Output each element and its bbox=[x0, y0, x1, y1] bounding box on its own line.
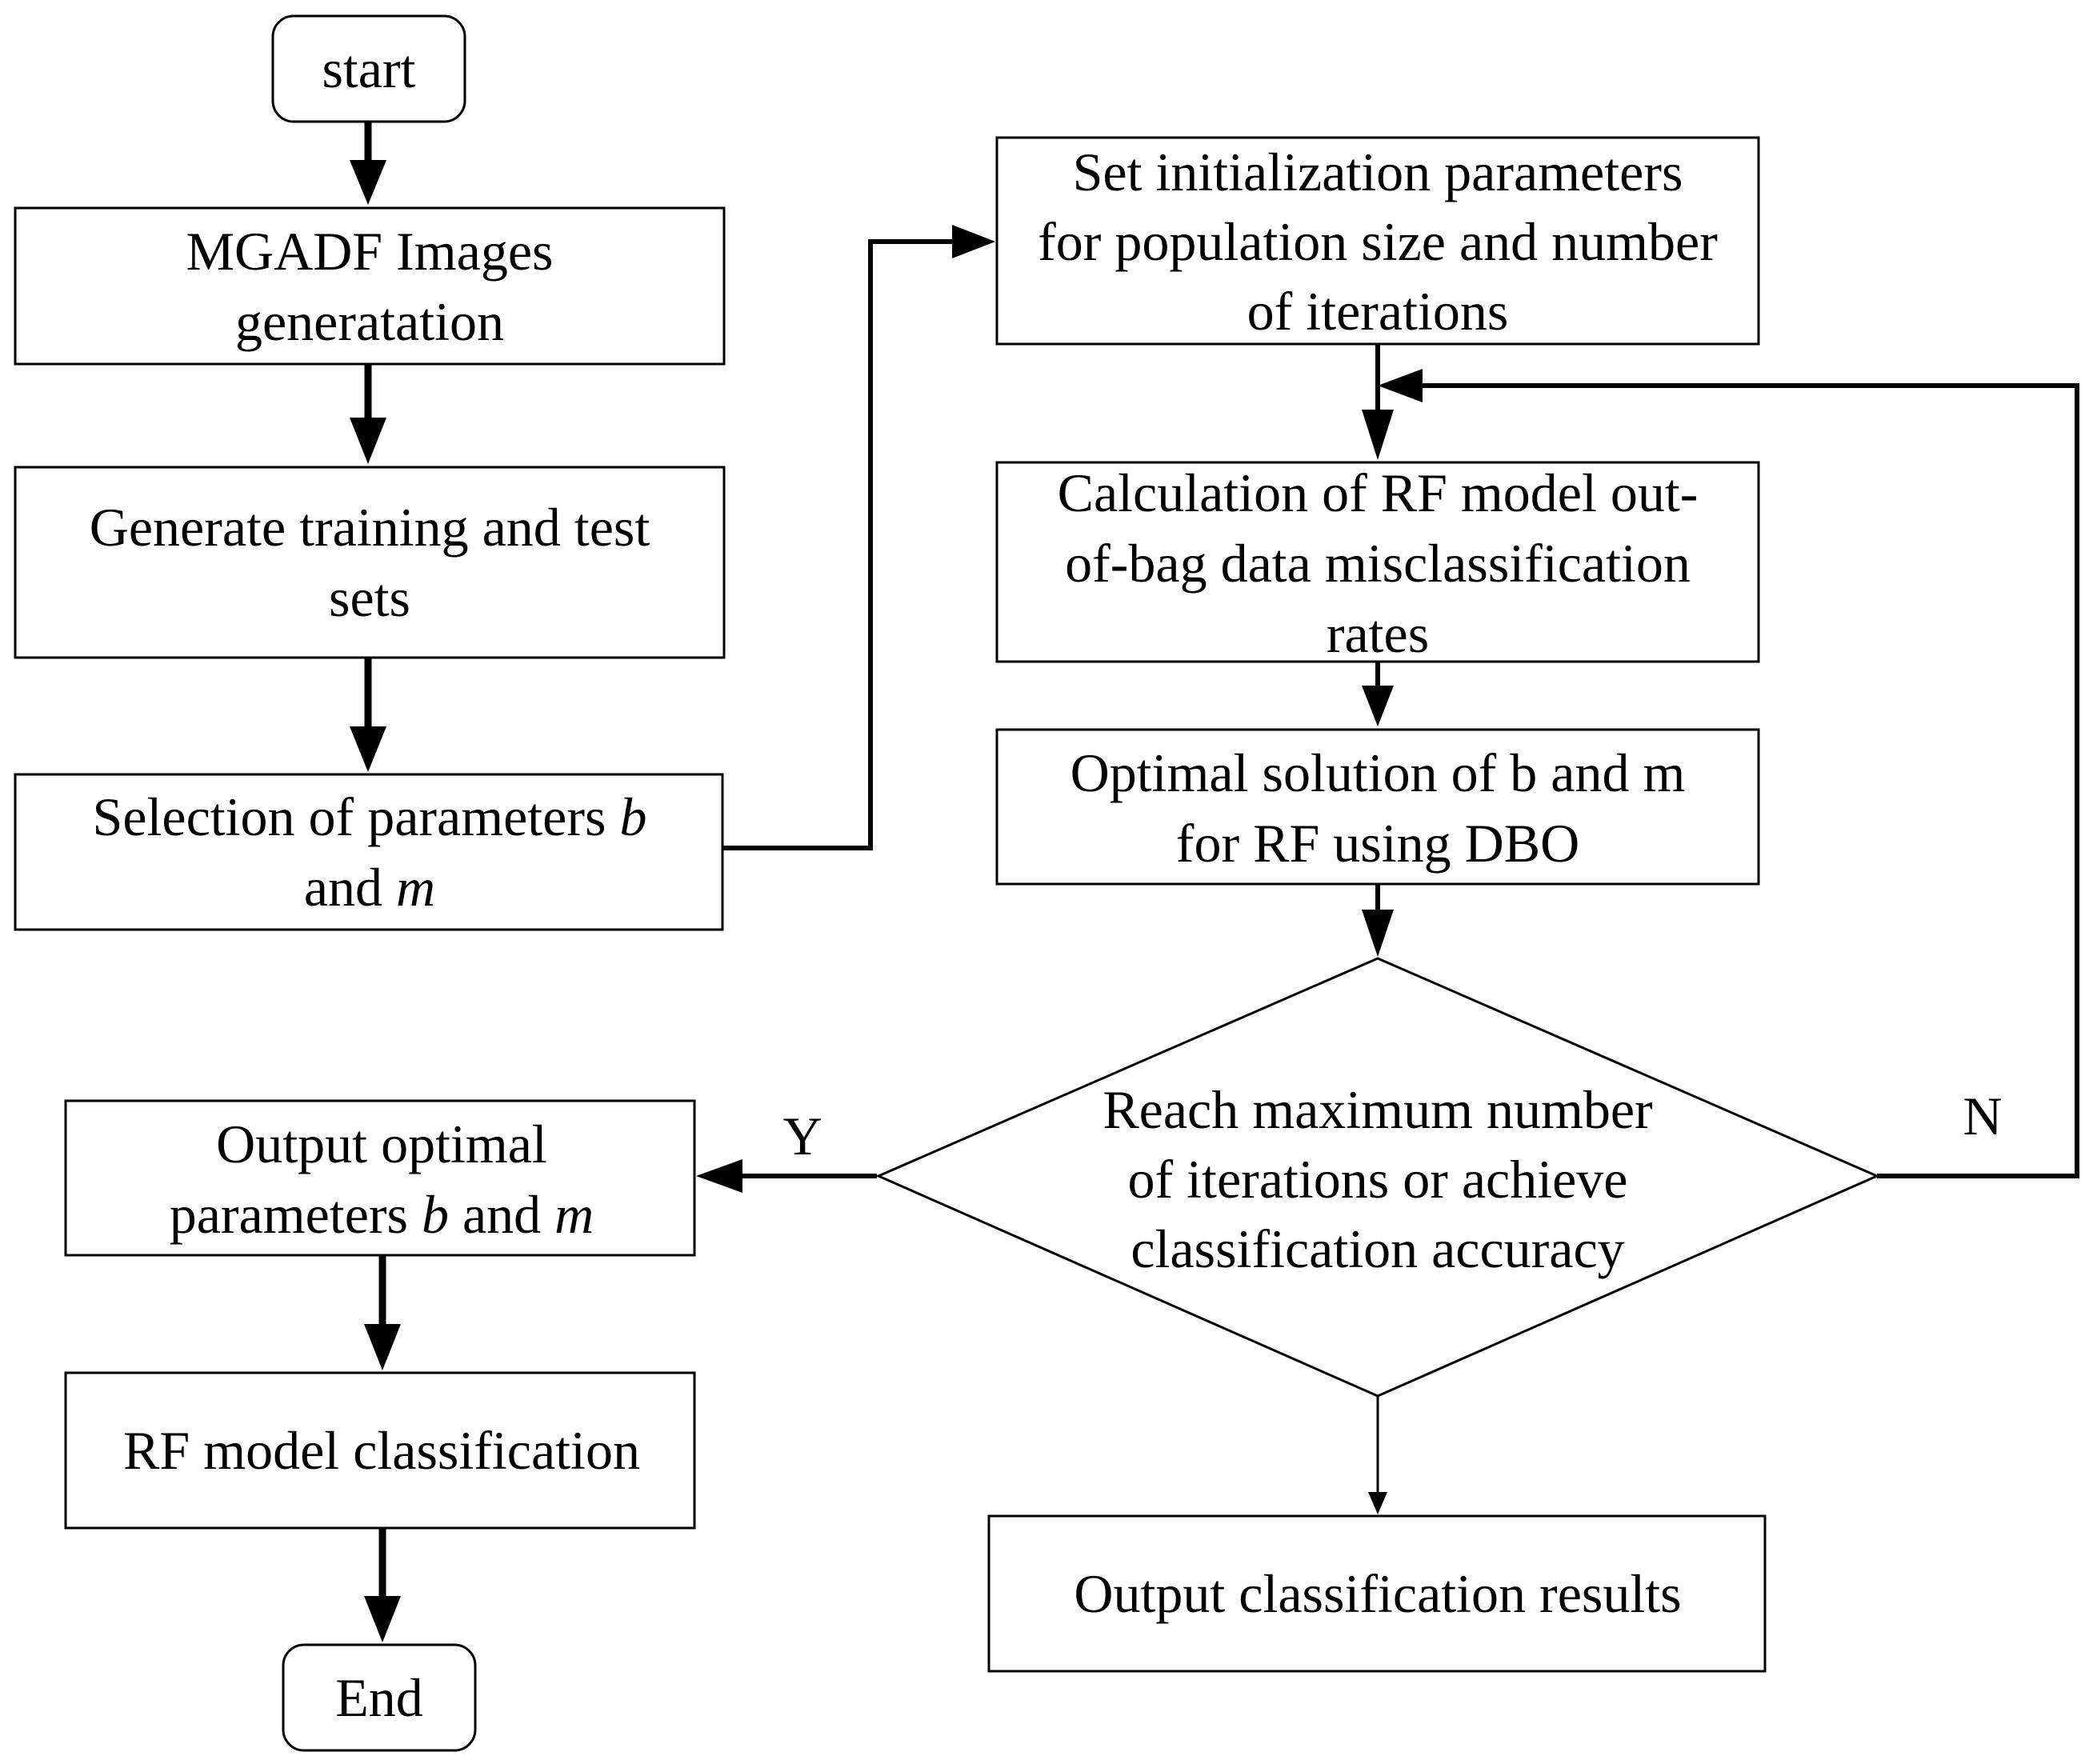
arrow-calc-to-optimal bbox=[1362, 662, 1394, 726]
arrow-sets-to-selection bbox=[350, 658, 386, 772]
node-end: End bbox=[282, 1643, 477, 1752]
node-init-parameters: Set initialization parameters for populat… bbox=[995, 136, 1760, 346]
output-parameters-label: Output optimal parameters b and m bbox=[170, 1114, 594, 1245]
node-mgadf-generation: MGADF Images generatation bbox=[14, 206, 726, 366]
calc-text-run: of-bag data misclassification bbox=[1065, 533, 1691, 594]
node-parameter-selection: Selection of parameters b and m bbox=[14, 773, 724, 931]
selection-line-0: Selection of parameters b bbox=[93, 786, 647, 847]
sets-text-run: Generate training and test bbox=[90, 497, 650, 558]
arrow-output-to-classify bbox=[364, 1255, 401, 1370]
decision-line-0: Reach maximum number bbox=[1103, 1079, 1653, 1140]
node-oob-calculation: Calculation of RF model out-of-bag data … bbox=[995, 461, 1760, 664]
arrow-decision-yes-to-output bbox=[696, 1159, 877, 1193]
selection-text-run: m bbox=[396, 857, 435, 918]
rf-classification-label: RF model classification bbox=[123, 1420, 640, 1481]
calc-line-2: rates bbox=[1327, 603, 1429, 664]
decision-line-1: of iterations or achieve bbox=[1128, 1149, 1628, 1210]
mgadf-text-run: generatation bbox=[235, 291, 504, 352]
arrow-decision-to-results bbox=[1368, 1396, 1387, 1514]
node-start: start bbox=[271, 14, 466, 123]
output_params-text-run: m bbox=[554, 1184, 594, 1245]
decision-label: Reach maximum number of iterations or ach… bbox=[1103, 1079, 1653, 1279]
arrow-optimal-to-decision bbox=[1362, 884, 1394, 957]
arrow-init-to-calc bbox=[1362, 344, 1394, 460]
node-generate-sets: Generate training and test sets bbox=[14, 466, 726, 659]
end-text-run: End bbox=[335, 1667, 423, 1728]
mgadf-line-0: MGADF Images bbox=[186, 221, 554, 282]
arrow-start-to-mgadf bbox=[350, 122, 386, 205]
init-parameters-label: Set initialization parameters for populat… bbox=[1038, 142, 1718, 342]
end-line-0: End bbox=[335, 1667, 423, 1728]
selection-text-run: and bbox=[304, 857, 396, 918]
sets-text-run: sets bbox=[329, 567, 410, 628]
output_params-line-1: parameters b and m bbox=[170, 1184, 594, 1245]
selection-line-1: and m bbox=[304, 857, 435, 918]
init-line-2: of iterations bbox=[1247, 281, 1509, 342]
oob-calculation-label: Calculation of RF model out-of-bag data … bbox=[1058, 462, 1699, 664]
node-output-results: Output classification results bbox=[987, 1514, 1767, 1673]
decision-line-2: classification accuracy bbox=[1131, 1218, 1624, 1279]
mgadf-label: MGADF Images generatation bbox=[186, 221, 554, 352]
arrow-selection-to-init bbox=[722, 225, 995, 850]
results-line-0: Output classification results bbox=[1074, 1563, 1681, 1624]
init-text-run: of iterations bbox=[1247, 281, 1509, 342]
calc-line-1: of-bag data misclassification bbox=[1065, 533, 1691, 594]
calc-line-0: Calculation of RF model out- bbox=[1058, 462, 1699, 523]
start-label: start bbox=[322, 38, 415, 99]
selection-text-run: b bbox=[619, 786, 646, 847]
no-label: N bbox=[1963, 1086, 2002, 1146]
output-results-label: Output classification results bbox=[1074, 1563, 1681, 1624]
results-text-run: Output classification results bbox=[1074, 1563, 1681, 1624]
init-text-run: for population size and number bbox=[1038, 211, 1718, 272]
start-text-run: start bbox=[322, 38, 415, 99]
optimal-text-run: for RF using DBO bbox=[1176, 813, 1579, 874]
yes-label: Y bbox=[782, 1106, 822, 1166]
arrow-mgadf-to-sets bbox=[350, 364, 386, 464]
init-line-0: Set initialization parameters bbox=[1073, 142, 1683, 202]
classify-line-0: RF model classification bbox=[123, 1420, 640, 1481]
output_params-text-run: parameters bbox=[170, 1184, 422, 1245]
node-output-parameters: Output optimal parameters b and m bbox=[64, 1099, 696, 1257]
calc-text-run: Calculation of RF model out- bbox=[1058, 462, 1699, 523]
output_params-text-run: and bbox=[449, 1184, 554, 1245]
mgadf-text-run: MGADF Images bbox=[186, 221, 554, 282]
start-line-0: start bbox=[322, 38, 415, 99]
arrow-classify-to-end bbox=[364, 1528, 401, 1642]
classify-text-run: RF model classification bbox=[123, 1420, 640, 1481]
sets-line-0: Generate training and test bbox=[90, 497, 650, 558]
arrow-decision-no-loop bbox=[1378, 369, 2079, 1178]
node-rf-classification: RF model classification bbox=[64, 1371, 696, 1530]
optimal-line-0: Optimal solution of b and m bbox=[1071, 742, 1686, 803]
parameter-selection-label: Selection of parameters b and m bbox=[93, 786, 647, 918]
generate-sets-label: Generate training and test sets bbox=[90, 497, 650, 628]
optimal-solution-label: Optimal solution of b and m for RF using … bbox=[1071, 742, 1686, 874]
output_params-text-run: b bbox=[422, 1184, 449, 1245]
mgadf-line-1: generatation bbox=[235, 291, 504, 352]
optimal-line-1: for RF using DBO bbox=[1176, 813, 1579, 874]
output_params-text-run: Output optimal bbox=[216, 1114, 547, 1174]
sets-line-1: sets bbox=[329, 567, 410, 628]
decision-text-run: of iterations or achieve bbox=[1128, 1149, 1628, 1210]
calc-text-run: rates bbox=[1327, 603, 1429, 664]
output_params-line-0: Output optimal bbox=[216, 1114, 547, 1174]
decision-text-run: classification accuracy bbox=[1131, 1218, 1624, 1279]
connectors bbox=[350, 122, 2079, 1642]
decision-text-run: Reach maximum number bbox=[1103, 1079, 1653, 1140]
init-line-1: for population size and number bbox=[1038, 211, 1718, 272]
selection-text-run: Selection of parameters bbox=[93, 786, 620, 847]
node-optimal-solution: Optimal solution of b and m for RF using … bbox=[995, 728, 1760, 886]
node-decision: Reach maximum number of iterations or ach… bbox=[875, 957, 1880, 1398]
end-label: End bbox=[335, 1667, 423, 1728]
optimal-text-run: Optimal solution of b and m bbox=[1071, 742, 1686, 803]
init-text-run: Set initialization parameters bbox=[1073, 142, 1683, 202]
